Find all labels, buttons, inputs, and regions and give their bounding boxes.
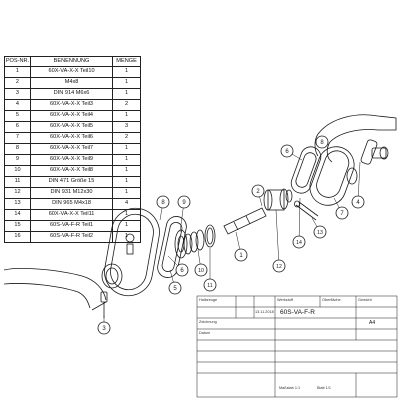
callout-leader — [275, 209, 280, 267]
screw-part-13 — [294, 200, 319, 221]
callout-bubble — [97, 321, 111, 335]
callout-number: 7 — [340, 211, 344, 217]
title-date: 13.11.2018 — [255, 310, 274, 314]
title-label-oberflaeche: Oberfläche — [322, 298, 341, 302]
callout-bubble — [203, 278, 217, 292]
callout-bubble — [156, 195, 170, 209]
callout-bubble — [313, 225, 327, 239]
callout-number: 11 — [207, 283, 212, 289]
callout-bubble — [177, 195, 191, 209]
callout-number: 3 — [102, 326, 106, 332]
parts-list-header-row: POS-NR. BENENNUNG MENGE — [4, 56, 141, 67]
callout-number: 10 — [198, 268, 204, 274]
callout-number: 6 — [285, 149, 289, 155]
drawing-scale: Maßstab 1:1 — [279, 386, 301, 390]
callout-bubble — [251, 184, 265, 198]
callout-bubble — [315, 135, 329, 149]
callout-bubble — [280, 144, 294, 158]
left-lever-handle — [3, 263, 123, 311]
title-block-frame — [196, 295, 398, 398]
callout-bubble — [272, 259, 286, 273]
callout-bubble — [194, 263, 208, 277]
callout-number: 8 — [320, 140, 324, 146]
drawing-part-number: 60S-VA-F-R — [280, 309, 315, 316]
callout-number: 4 — [356, 200, 360, 206]
spindle-part-1 — [223, 207, 267, 235]
rosette-part-6 — [290, 146, 322, 194]
callout-leader — [357, 161, 361, 203]
callout-bubble — [351, 195, 365, 209]
title-label-zeichnung: Zeichnung — [199, 320, 217, 324]
rosette-part-5 — [157, 216, 187, 278]
callout-bubble — [175, 263, 189, 277]
callout-number: 8 — [161, 200, 165, 206]
callout-number: 6 — [180, 268, 184, 274]
rosette-part-8 — [104, 207, 160, 297]
sheet-format: A4 — [369, 320, 376, 326]
callout-number: 9 — [182, 200, 186, 206]
benennung-cell: 60S-VA-F-R Teil2 — [29, 231, 114, 243]
title-label-werkstoff: Werkstoff — [277, 298, 293, 302]
callout-leader — [298, 197, 301, 243]
callout-number: 2 — [256, 189, 260, 195]
right-lever-handle — [314, 114, 397, 163]
sheet-page: Blatt 1/1 — [317, 386, 331, 390]
title-block: Halbzeuge Werkstoff Oberfläche Gewicht 1… — [197, 296, 397, 397]
spindle-spring-part-4 — [346, 139, 389, 185]
set-screw-part-3 — [100, 291, 108, 318]
title-label-datum: Datum — [199, 331, 211, 335]
title-label-gewicht: Gewicht — [358, 298, 372, 302]
callout-number: 1 — [239, 253, 243, 259]
rosette-part-7 — [309, 146, 355, 206]
washer-part-2 — [285, 189, 293, 203]
callout-bubble — [234, 248, 248, 262]
callout-bubble — [292, 235, 306, 249]
callout-bubble — [168, 281, 182, 295]
retaining-ring-part-11 — [204, 224, 216, 248]
callout-number: 14 — [296, 240, 302, 246]
bearing-ring-part-12 — [263, 188, 289, 211]
callout-number: 5 — [173, 286, 177, 292]
callout-bubble — [335, 206, 349, 220]
callout-number: 12 — [276, 264, 282, 270]
title-label-halbzeuge: Halbzeuge — [199, 298, 218, 302]
callout-number: 13 — [317, 230, 323, 236]
